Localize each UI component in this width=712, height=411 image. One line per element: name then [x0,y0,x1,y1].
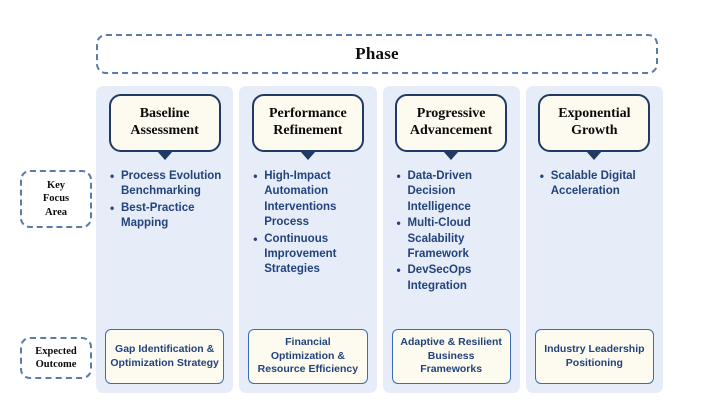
triangle-pointer-icon [443,151,460,160]
outcome-box-performance-refinement: Financial Optimization & Resource Effici… [248,329,368,384]
triangle-pointer-icon [299,151,316,160]
list-item: Data-Driven Decision Intelligence [397,168,512,215]
list-item: High-Impact Automation Interventions Pro… [253,168,368,231]
list-item: Process Evolution Benchmarking [110,168,225,200]
triangle-pointer-icon [586,151,603,160]
outcome-box-exponential-growth: Industry Leadership Positioning [534,329,654,384]
list-item: DevSecOps Integration [397,262,512,294]
outcome-box-baseline-assessment: Gap Identification & Optimization Strate… [105,329,225,384]
list-item: Scalable Digital Acceleration [540,168,655,200]
focus-area-list-performance-refinement: High-Impact Automation Interventions Pro… [239,168,376,329]
list-item: Best-Practice Mapping [110,200,225,232]
focus-area-list-exponential-growth: Scalable Digital Acceleration [526,168,663,329]
list-item: Continuous Improvement Strategies [253,231,368,278]
page-title: Phase [355,44,399,63]
focus-area-list-baseline-assessment: Process Evolution Benchmarking Best-Prac… [96,168,233,329]
list-item: Multi-Cloud Scalability Framework [397,215,512,262]
focus-area-list-progressive-advancement: Data-Driven Decision Intelligence Multi-… [383,168,520,329]
outcome-box-progressive-advancement: Adaptive & Resilient Business Frameworks [391,329,511,384]
phase-header-banner: Phase [96,34,658,74]
triangle-pointer-icon [156,151,173,160]
